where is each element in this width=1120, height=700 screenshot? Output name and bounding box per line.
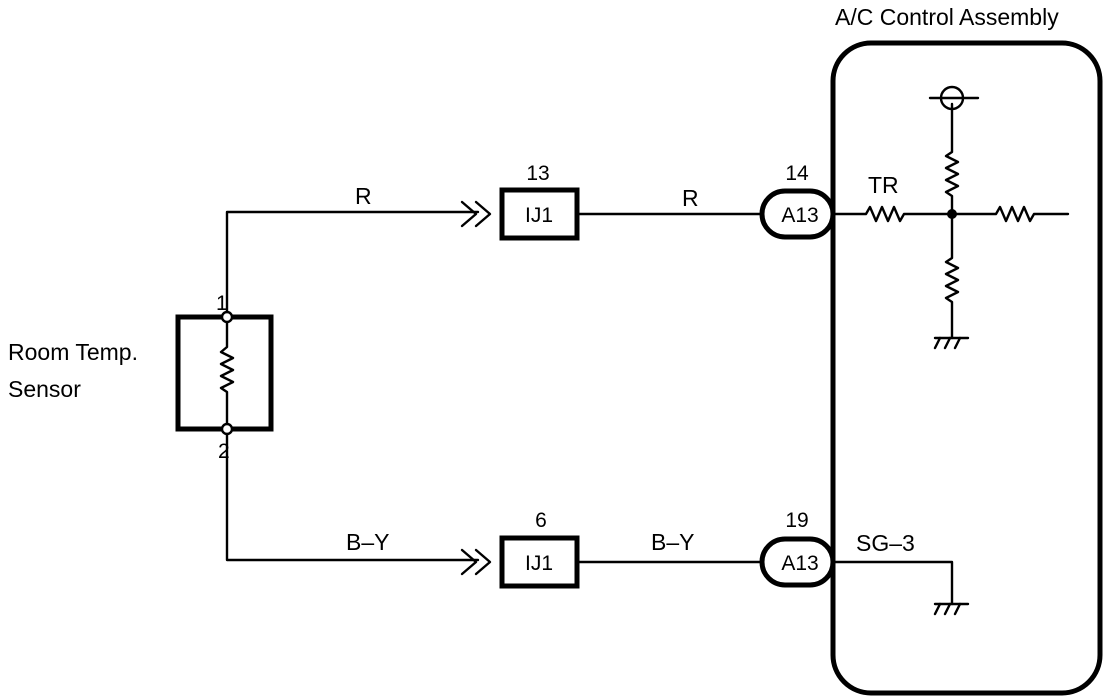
sensor-terminal-2 <box>220 422 234 436</box>
connector-bottom-pin: 19 <box>785 509 808 532</box>
junction-top-name: IJ1 <box>525 204 553 227</box>
junction-bottom-pin: 6 <box>535 509 547 532</box>
lower-resistor <box>944 212 960 340</box>
sensor-resistor <box>219 315 235 431</box>
wire-top-left <box>225 210 480 314</box>
wire-bottom-right-color: B–Y <box>651 529 694 555</box>
sensor-pin-1: 1 <box>216 292 228 315</box>
wire-top-right-color: R <box>682 185 699 211</box>
sg3-wire <box>831 560 954 606</box>
junction-bottom-arrow <box>460 548 492 576</box>
ac-control-assembly-title: A/C Control Assembly <box>835 4 1059 30</box>
junction-top-pin: 13 <box>526 162 549 185</box>
tr-resistor <box>831 205 954 223</box>
right-resistor <box>950 205 1070 223</box>
sensor-label-line1: Room Temp. <box>8 339 138 365</box>
sensor-label-line2: Sensor <box>8 376 81 402</box>
wire-bottom-left-color: B–Y <box>346 529 389 555</box>
terminal-sg3-label: SG–3 <box>856 530 915 556</box>
ground-icon-bottom <box>933 602 970 616</box>
junction-bottom-name: IJ1 <box>525 552 553 575</box>
junction-top-arrow <box>460 200 492 228</box>
wire-bottom-left <box>225 432 480 562</box>
wire-top-left-color: R <box>355 183 372 209</box>
sensor-pin-2: 2 <box>218 440 230 463</box>
terminal-tr-label: TR <box>868 172 899 198</box>
ground-icon-top <box>933 336 970 350</box>
connector-top-pin: 14 <box>785 162 809 185</box>
ac-control-assembly-box <box>830 40 1103 696</box>
upper-resistor <box>944 102 960 216</box>
connector-top-name: A13 <box>781 204 818 227</box>
voltage-source-icon <box>939 85 965 111</box>
connector-bottom-name: A13 <box>781 552 818 575</box>
